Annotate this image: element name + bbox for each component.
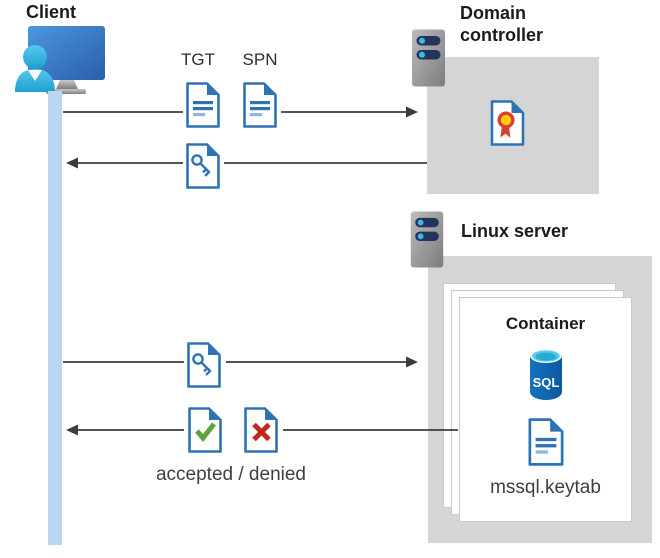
keytab-filename: mssql.keytab: [490, 477, 601, 498]
container-card: Container SQL mssql.keytab: [459, 297, 632, 522]
sql-badge-text: SQL: [533, 375, 560, 390]
sql-database-icon: SQL: [530, 349, 562, 400]
client-label: Client: [26, 2, 77, 22]
denied-x-document-icon: [242, 406, 280, 454]
keytab-document-icon: [526, 417, 566, 467]
domain-controller-label-line1: Domain: [460, 3, 527, 23]
client-user-monitor-icon: [15, 26, 105, 94]
spn-document-icon: [241, 81, 279, 129]
domain-controller-label-line2: controller: [460, 25, 544, 45]
domain-controller-server-icon: [411, 29, 446, 87]
accepted-denied-label: accepted / denied: [155, 464, 306, 485]
ticket-key-document-icon-2: [185, 341, 223, 389]
certificate-document-icon: [488, 99, 527, 147]
arrow-client-to-linux-server: [63, 356, 418, 368]
tgt-document-icon: [184, 81, 222, 129]
container-title: Container: [505, 314, 586, 333]
domain-controller-label: Domain controller: [460, 2, 543, 46]
linux-server-label: Linux server: [461, 221, 569, 241]
linux-server-icon: [410, 211, 444, 268]
tgt-label: TGT: [181, 50, 215, 69]
accepted-check-document-icon: [186, 406, 224, 454]
client-lifeline: [48, 91, 62, 545]
ticket-key-document-icon: [184, 142, 222, 190]
arrow-domain-controller-to-client: [66, 157, 427, 169]
spn-label: SPN: [242, 50, 278, 69]
